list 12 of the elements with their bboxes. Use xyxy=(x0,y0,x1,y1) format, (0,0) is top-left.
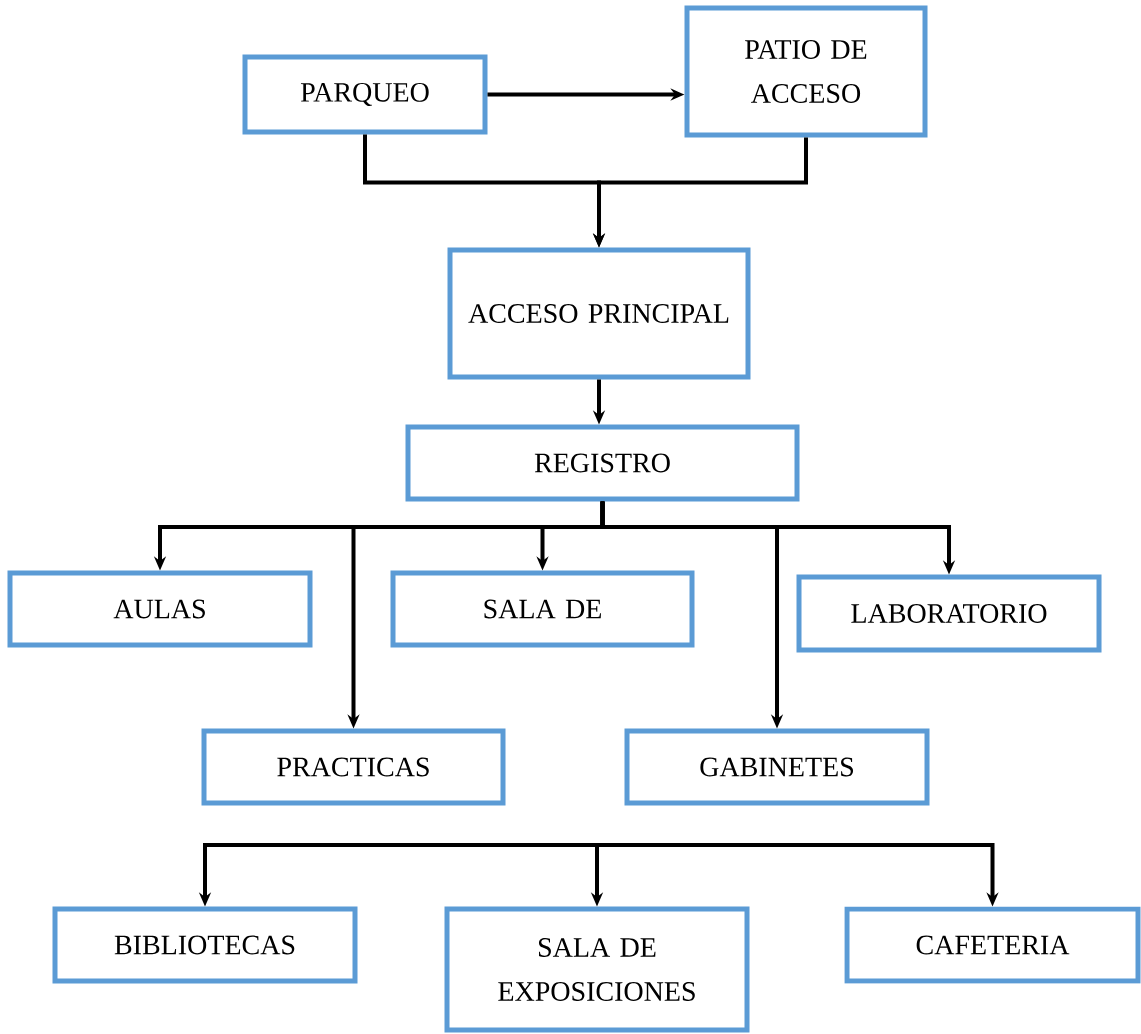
process-box: CAFETERIA xyxy=(844,906,1141,984)
process-box: SALA DE xyxy=(390,570,695,648)
process-box: LABORATORIO xyxy=(796,574,1102,653)
process-box: PRACTICAS xyxy=(201,728,506,806)
process-box: ACCESO PRINCIPAL xyxy=(447,247,751,380)
process-box: SALA DE EXPOSICIONES xyxy=(444,906,750,1033)
process-box: GABINETES xyxy=(624,728,930,806)
process-box: BIBLIOTECAS xyxy=(52,906,358,984)
process-box: REGISTRO xyxy=(405,424,800,502)
process-box: PARQUEO xyxy=(242,54,488,135)
process-box: AULAS xyxy=(7,570,313,648)
process-box: PATIO DE ACCESO xyxy=(684,5,928,138)
